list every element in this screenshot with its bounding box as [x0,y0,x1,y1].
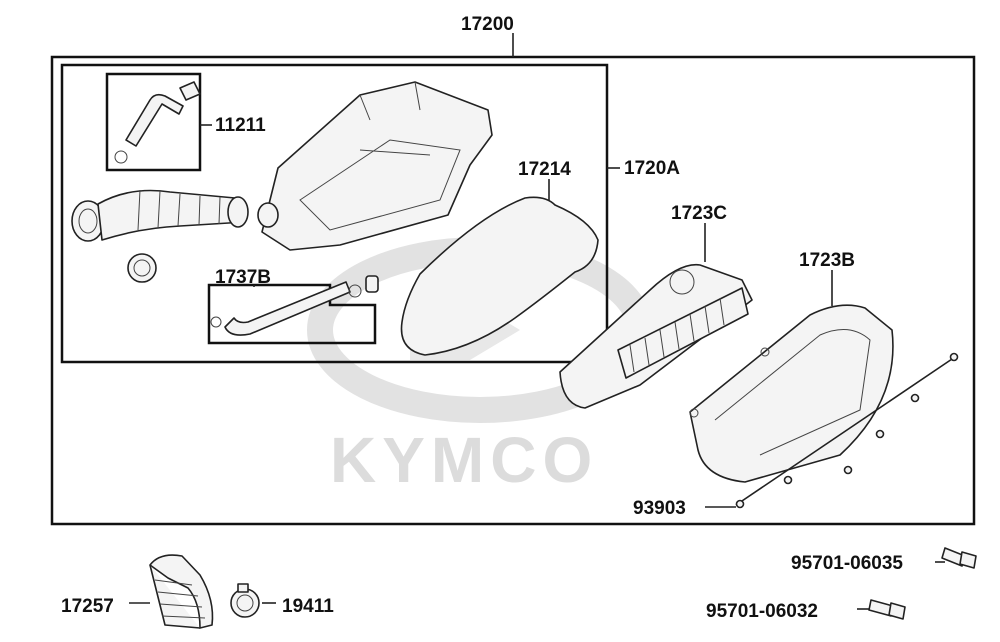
label-19411: 19411 [282,596,334,617]
label-1723B: 1723B [799,250,855,271]
bolt-95701-06032 [868,599,906,620]
intake-duct [71,189,249,283]
hose-11211 [114,81,201,164]
screws-93903 [735,352,959,509]
cover-1723B [689,304,894,483]
label-1737B: 1737B [215,267,271,288]
label-17200: 17200 [461,14,514,35]
assembly-box-1737B [207,283,377,345]
bolt-95701-06035 [941,547,977,569]
drain-hose-1737B [210,275,379,336]
label-1723C: 1723C [671,203,727,224]
label-95701-06032: 95701-06032 [706,601,818,622]
leader-lines [129,33,945,610]
label-11211: 11211 [215,115,266,136]
gasket-17214 [400,196,599,356]
clamp-19411 [230,583,260,618]
assembly-box-11211 [105,72,202,172]
label-1720A: 1720A [624,158,680,179]
label-93903: 93903 [633,498,686,519]
assembly-box-1720A [60,63,609,364]
label-95701-06035: 95701-06035 [791,553,903,574]
watermark-text: KYMCO [330,424,598,496]
filter-element-1723C [559,263,753,409]
air-box-housing [257,81,493,251]
hose-17257 [149,554,214,629]
label-17214: 17214 [518,159,571,180]
label-17257: 17257 [61,596,114,617]
